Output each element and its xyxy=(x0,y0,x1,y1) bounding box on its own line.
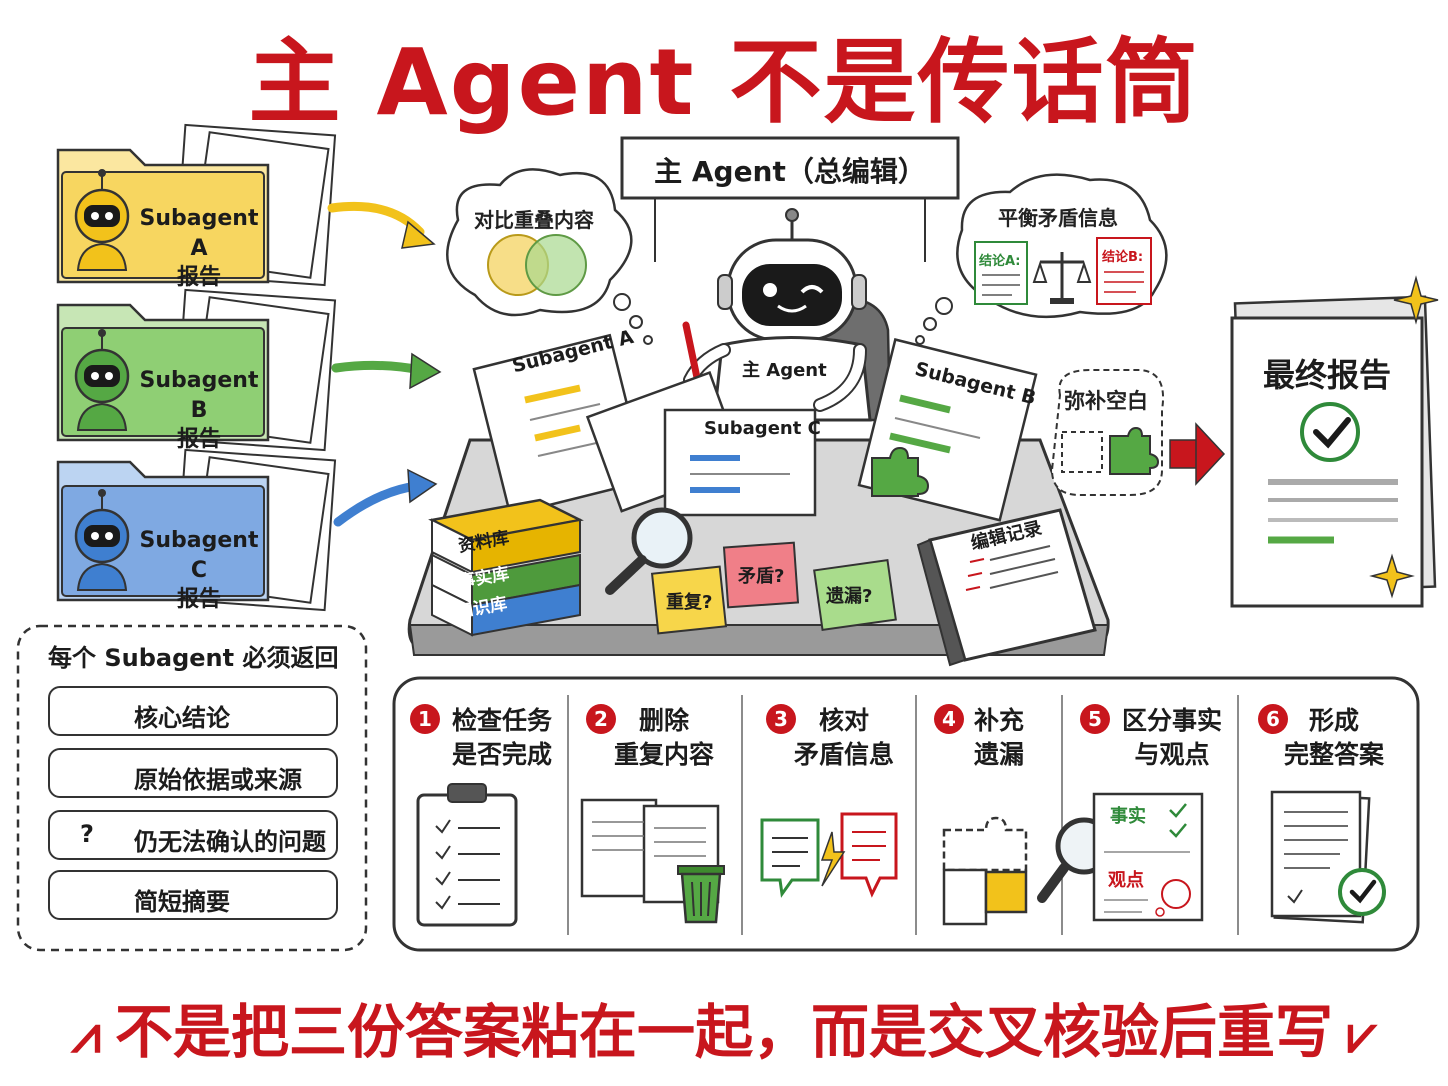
step-4-title: 补充遗漏 xyxy=(974,704,1024,772)
balance-label: 平衡矛盾信息 xyxy=(998,206,1118,230)
conclusion-b-label: 结论B: xyxy=(1102,250,1144,265)
step-line: 检查任务 xyxy=(452,706,553,735)
folder-subagent-b xyxy=(56,288,337,452)
editor-sign-label: 主 Agent（总编辑） xyxy=(654,155,926,188)
fill-gap-bubble xyxy=(1050,369,1164,496)
checklist-item-core-conclusion: 核心结论 xyxy=(48,686,338,736)
conclusion-a-label: 结论A: xyxy=(979,254,1021,269)
arrow-c-icon xyxy=(333,468,438,527)
robot-icon xyxy=(74,489,130,591)
fill-gap-label: 弥补空白 xyxy=(1064,389,1148,413)
main-robot xyxy=(682,208,872,422)
step-number: 6 xyxy=(1258,704,1288,734)
step-line: 形成 xyxy=(1309,706,1360,735)
step-number: 4 xyxy=(934,704,964,734)
step-1-title: 检查任务是否完成 xyxy=(452,704,552,772)
clipboard-icon xyxy=(416,783,518,927)
step-line: 核对 xyxy=(819,706,870,735)
step-line: 删除 xyxy=(639,706,690,735)
note-missing-label: 遗漏? xyxy=(826,586,873,607)
sticky-note-repeat xyxy=(650,565,728,635)
step-line: 重复内容 xyxy=(614,739,715,769)
sparkle-icon xyxy=(1369,553,1415,599)
checklist-item-label: 核心结论 xyxy=(134,704,230,732)
compare-label: 对比重叠内容 xyxy=(474,208,594,232)
folder-subtitle: 报告 xyxy=(176,265,221,291)
footer-slogan: ⩘不是把三份答案粘在一起，而是交叉核验后重写⩗ xyxy=(0,985,1448,1069)
checklist-item-label: 原始依据或来源 xyxy=(134,766,302,794)
arrow-a-icon xyxy=(327,201,436,249)
folder-name: Subagent A xyxy=(139,206,259,261)
checklist-item-open-questions: 仍无法确认的问题 xyxy=(48,810,338,860)
arrow-b-icon xyxy=(331,352,442,390)
checklist-item-label: 简短摘要 xyxy=(134,888,230,916)
folder-subagent-a xyxy=(56,123,337,287)
note-repeat-label: 重复? xyxy=(666,592,713,613)
fact-label: 事实 xyxy=(1110,806,1146,827)
fact-opinion-sheet xyxy=(1092,792,1204,922)
emphasis-marks-icon: ⩘ xyxy=(71,1005,101,1065)
puzzle-icon xyxy=(942,816,1028,926)
paper-subagent-c xyxy=(663,408,817,517)
step-number: 5 xyxy=(1080,704,1110,734)
arrow-to-report-icon xyxy=(1169,422,1226,486)
folder-name: Subagent B xyxy=(139,368,259,423)
folder-subtitle: 报告 xyxy=(176,427,221,453)
emphasis-marks-icon: ⩗ xyxy=(1347,1005,1377,1065)
thought-bubble-compare xyxy=(446,168,653,345)
edit-log-book xyxy=(916,508,1097,667)
folder-label-b: Subagent B 报告 xyxy=(138,366,260,455)
book-stack xyxy=(428,498,584,637)
magnifier-icon xyxy=(605,507,693,595)
thought-cloud-icon xyxy=(1155,879,1191,917)
step-line: 补充 xyxy=(974,706,1025,735)
scale-icon xyxy=(1032,252,1092,304)
step-2-title: 删除重复内容 xyxy=(614,704,714,772)
checklist-item-source: 原始依据或来源 xyxy=(48,748,338,798)
folder-subagent-c xyxy=(56,448,337,612)
puzzle-piece-icon xyxy=(871,446,930,497)
step-number: 3 xyxy=(766,704,796,734)
checklist-item-summary: 简短摘要 xyxy=(48,870,338,920)
page-title: 主 Agent 不是传话筒 xyxy=(248,29,1200,136)
paper-c-label: Subagent C xyxy=(704,418,821,439)
step-line: 是否完成 xyxy=(452,739,553,769)
thought-bubble-balance xyxy=(915,173,1168,345)
folder-label-c: Subagent C 报告 xyxy=(138,526,260,615)
sticky-note-missing xyxy=(813,559,897,631)
step-3-title: 核对矛盾信息 xyxy=(794,704,894,772)
sparkle-icon xyxy=(1393,275,1439,325)
step-line: 完整答案 xyxy=(1284,739,1385,769)
robot-chest-label: 主 Agent xyxy=(742,360,827,381)
final-report xyxy=(1230,295,1437,608)
folder-name: Subagent C xyxy=(139,528,259,583)
footer-text: 不是把三份答案粘在一起，而是交叉核验后重写 xyxy=(114,998,1333,1066)
step-number: 2 xyxy=(586,704,616,734)
step-line: 区分事实 xyxy=(1122,706,1223,735)
robot-icon xyxy=(74,329,130,431)
checklist-item-label: 仍无法确认的问题 xyxy=(134,828,326,856)
opinion-label: 观点 xyxy=(1108,870,1144,891)
step-6-title: 形成完整答案 xyxy=(1284,704,1384,772)
checklist-header: 每个 Subagent 必须返回 xyxy=(48,644,339,672)
sticky-note-conflict xyxy=(722,541,800,609)
final-report-label: 最终报告 xyxy=(1262,356,1391,394)
step-5-title: 区分事实与观点 xyxy=(1122,704,1222,772)
step-line: 矛盾信息 xyxy=(794,739,895,769)
step-line: 遗漏 xyxy=(974,739,1025,769)
step-line: 与观点 xyxy=(1134,739,1210,769)
folder-subtitle: 报告 xyxy=(176,587,221,613)
note-conflict-label: 矛盾? xyxy=(738,566,785,587)
folder-label-a: Subagent A 报告 xyxy=(138,204,260,293)
question-mark-glyph: ? xyxy=(80,820,94,848)
editor-sign xyxy=(620,136,960,262)
trash-icon xyxy=(677,865,725,924)
conflict-bubbles-icon xyxy=(760,812,898,898)
complete-doc-icon xyxy=(1270,790,1386,924)
paper-subagent-a xyxy=(472,333,648,517)
robot-icon xyxy=(74,169,130,271)
step-number: 1 xyxy=(410,704,440,734)
